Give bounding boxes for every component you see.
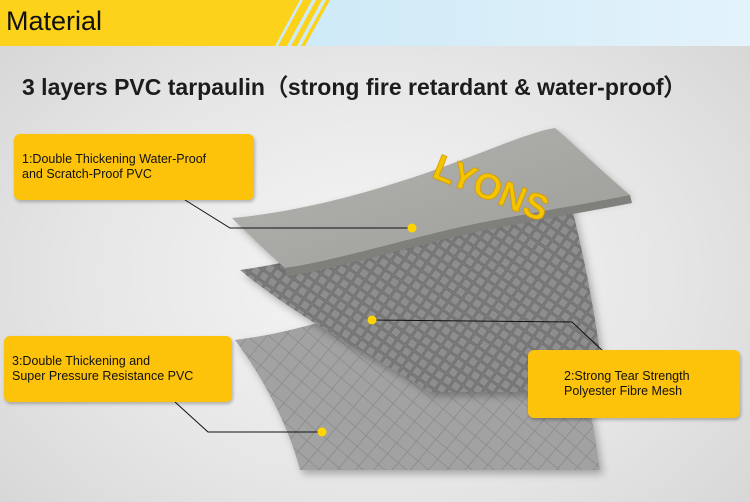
banner-title: Material	[6, 6, 103, 36]
marker-dot-3	[317, 427, 327, 437]
callout-layer-1: 1:Double Thickening Water-Proof and Scra…	[14, 134, 254, 200]
callout-layer-2-line2: Polyester Fibre Mesh	[564, 384, 683, 398]
leader-line-2	[371, 319, 605, 353]
banner-yellow-band	[0, 0, 300, 46]
layer-2-polyester-mesh	[240, 200, 605, 392]
callout-layer-2: 2:Strong Tear Strength Polyester Fibre M…	[528, 350, 740, 418]
banner-stripe	[291, 0, 322, 46]
callout-layer-1-line1: 1:Double Thickening Water-Proof	[22, 152, 207, 166]
marker-dot-1	[407, 223, 417, 233]
callout-layer-3: 3:Double Thickening and Super Pressure R…	[4, 336, 232, 402]
callout-layer-1-line2: and Scratch-Proof PVC	[22, 167, 152, 181]
banner-stripe	[301, 0, 330, 46]
leader-line-1	[184, 199, 412, 229]
callout-layer-2-line1: 2:Strong Tear Strength	[564, 369, 690, 383]
header-banner	[0, 0, 750, 46]
layer-1-pvc-sheet	[232, 128, 630, 268]
leader-line-3	[174, 401, 322, 433]
callout-layer-3-line2: Super Pressure Resistance PVC	[12, 369, 194, 383]
page-headline: 3 layers PVC tarpaulin（strong fire retar…	[22, 74, 687, 100]
layer-1-edge	[285, 195, 632, 276]
marker-dot-2	[367, 315, 377, 325]
banner-stripe	[278, 0, 312, 46]
callout-layer-3-line1: 3:Double Thickening and	[12, 354, 151, 368]
